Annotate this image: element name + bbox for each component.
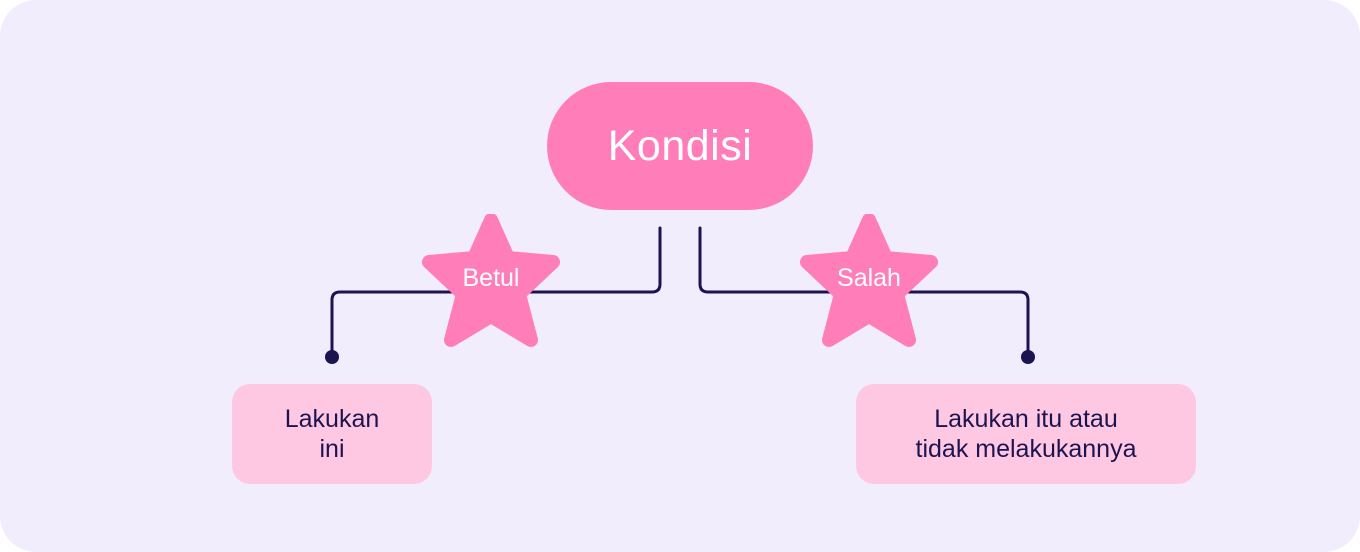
action-false-text: Lakukan itu atau tidak melakukannya (915, 405, 1137, 463)
action-true-text: Lakukan ini (284, 405, 380, 463)
connector-false-endpoint (1021, 350, 1035, 364)
condition-node: Kondisi (547, 82, 813, 210)
star-icon (422, 214, 560, 347)
action-true-box: Lakukan ini (232, 384, 432, 484)
branch-false-star: Salah (799, 214, 939, 348)
branch-false-label: Salah (837, 264, 901, 292)
branch-true-star: Betul (421, 214, 561, 348)
condition-label: Kondisi (607, 121, 753, 170)
star-icon (800, 214, 938, 347)
branch-true-label: Betul (462, 264, 520, 292)
connector-true-endpoint (325, 350, 339, 364)
action-false-box: Lakukan itu atau tidak melakukannya (856, 384, 1196, 484)
